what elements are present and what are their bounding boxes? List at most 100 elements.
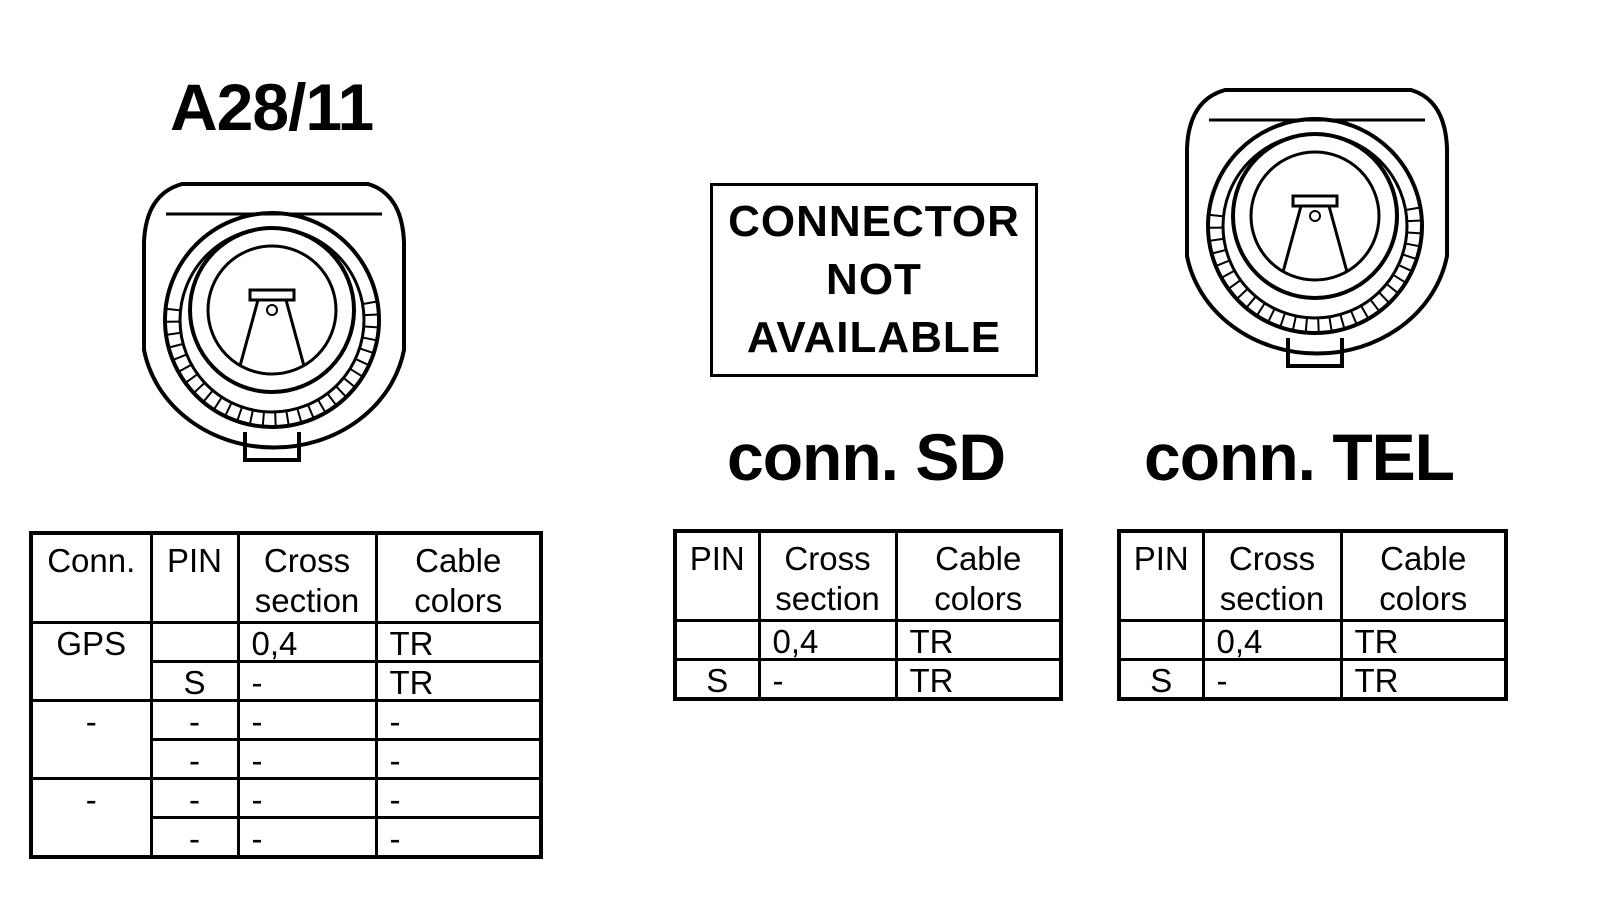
table-row: - - - -	[29, 777, 543, 859]
knurl-tick	[1360, 306, 1369, 319]
knurl-tick	[166, 331, 181, 336]
table-row: S - TR	[1117, 658, 1508, 701]
knurl-tick	[1328, 317, 1333, 331]
knurl-tick	[1339, 315, 1346, 329]
section-cell: -	[757, 658, 898, 701]
section-cell: -	[236, 777, 378, 819]
color-cell: TR	[1339, 619, 1508, 661]
knurl-tick	[203, 390, 213, 402]
knurl-tick	[213, 397, 223, 410]
header-conn: Conn.	[29, 531, 153, 624]
knurl-tick	[1398, 264, 1412, 272]
color-cell: -	[374, 777, 543, 819]
knurl-tick	[1370, 299, 1380, 312]
conn-cell: -	[29, 777, 153, 859]
knurl-tick	[285, 411, 290, 425]
header-pin: PIN	[149, 531, 240, 624]
knurl-tick	[317, 400, 326, 413]
knurl-tick	[261, 412, 265, 426]
color-cell: TR	[374, 660, 543, 702]
knurl-tick	[1209, 213, 1223, 218]
knurl-tick	[274, 412, 277, 426]
pin-cell: -	[149, 738, 240, 780]
table-row: 0,4 TR	[673, 619, 1063, 661]
knurl-tick	[236, 407, 243, 421]
knurl-tick	[307, 405, 315, 418]
table-row: - - -	[31, 816, 543, 859]
knurl-tick	[1406, 206, 1420, 211]
knurl-tick	[185, 373, 198, 384]
knurl-tick	[1407, 219, 1421, 223]
notice-line: AVAILABLE	[746, 313, 1002, 362]
knurl-tick	[1212, 249, 1226, 255]
knurl-tick	[296, 409, 303, 423]
knurl-tick	[193, 382, 205, 394]
pin-cell: S	[673, 658, 761, 701]
knurl-tick	[166, 307, 180, 312]
knurl-tick	[363, 336, 377, 342]
table-row: 0,4 TR	[1117, 619, 1508, 661]
knurl-tick	[1246, 296, 1256, 308]
pin-cell: -	[149, 816, 240, 859]
knurl-tick	[1292, 316, 1297, 330]
table-row: - - -	[31, 738, 543, 780]
conn-tel-connector-drawing	[1185, 88, 1449, 368]
knurl-tick	[364, 325, 378, 329]
conn-cell: GPS	[29, 621, 153, 702]
knurl-tick	[1221, 270, 1235, 279]
knurl-tick	[1386, 283, 1399, 294]
section-cell: -	[236, 699, 378, 741]
knurl-tick	[1267, 309, 1276, 322]
knurl-tick	[1403, 253, 1417, 260]
knurl-tick	[1279, 313, 1286, 327]
pin-cell	[149, 621, 240, 663]
a28-11-connector-drawing	[142, 182, 406, 462]
section-cell: 0,4	[1201, 619, 1343, 661]
header-pin: PIN	[673, 529, 761, 622]
knurl-tick	[1256, 303, 1266, 316]
color-cell: -	[374, 699, 543, 741]
knurl-tick	[1317, 318, 1320, 332]
table-row: S - TR	[31, 660, 543, 702]
knurl-tick	[249, 410, 254, 424]
connector-not-available-box: CONNECTOR NOT AVAILABLE	[710, 183, 1038, 377]
knurl-tick	[343, 377, 356, 388]
color-cell: TR	[1339, 658, 1508, 701]
knurl-tick	[355, 358, 369, 366]
color-cell: TR	[894, 619, 1063, 661]
knurl-tick	[363, 300, 377, 305]
color-cell: -	[374, 816, 543, 859]
pin-cell: S	[1117, 658, 1205, 701]
knurl-tick	[224, 403, 233, 416]
knurl-tick	[350, 368, 363, 378]
knurl-tick	[169, 343, 183, 349]
knurl-tick	[178, 364, 192, 373]
color-cell: TR	[894, 658, 1063, 701]
section-cell: 0,4	[757, 619, 898, 661]
color-cell: -	[374, 738, 543, 780]
notice-line: CONNECTOR	[728, 197, 1020, 246]
knurl-tick	[364, 313, 378, 317]
knurl-tick	[1236, 288, 1248, 300]
knurl-tick	[173, 353, 187, 361]
table-row: S - TR	[673, 658, 1063, 701]
color-cell: TR	[374, 621, 543, 663]
knurl-tick	[1228, 279, 1241, 290]
knurl-tick	[1406, 242, 1420, 248]
conn-sd-title: conn. SD	[727, 420, 1006, 494]
section-cell: -	[236, 660, 378, 702]
knurl-tick	[327, 393, 337, 406]
knurl-tick	[1209, 237, 1224, 242]
knurl-tick	[360, 347, 374, 354]
